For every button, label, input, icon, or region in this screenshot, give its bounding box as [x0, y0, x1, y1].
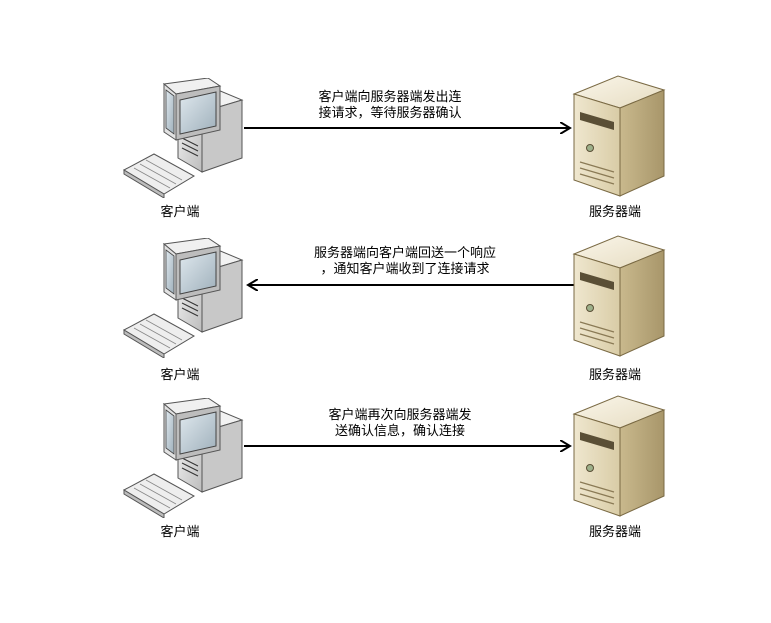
- client-computer-icon: [120, 398, 250, 518]
- request-arrow: [244, 120, 580, 136]
- server-icon: [570, 232, 670, 362]
- server-icon: [570, 72, 670, 202]
- client-computer-icon: [120, 238, 250, 358]
- response-arrow: [238, 277, 574, 293]
- step3-message: 客户端再次向服务器端发 送确认信息，确认连接: [285, 408, 515, 440]
- server-label: 服务器端: [588, 205, 641, 220]
- message-line: 接请求，等待服务器确认: [318, 106, 462, 121]
- message-line: ，通知客户端收到了连接请求: [320, 262, 490, 277]
- server-label: 服务器端: [588, 368, 641, 383]
- server-label: 服务器端: [588, 525, 641, 540]
- client-label: 客户端: [160, 205, 200, 220]
- message-line: 客户端向服务器端发出连: [318, 90, 462, 105]
- client-label: 客户端: [160, 525, 200, 540]
- step1-message: 客户端向服务器端发出连 接请求，等待服务器确认: [270, 90, 510, 122]
- step2-message: 服务器端向客户端回送一个响应 ，通知客户端收到了连接请求: [270, 246, 540, 278]
- server-icon: [570, 392, 670, 522]
- message-line: 送确认信息，确认连接: [334, 424, 465, 439]
- ack-arrow: [244, 438, 580, 454]
- client-computer-icon: [120, 78, 250, 198]
- client-label: 客户端: [160, 368, 200, 383]
- message-line: 客户端再次向服务器端发: [328, 408, 472, 423]
- message-line: 服务器端向客户端回送一个响应: [313, 246, 496, 261]
